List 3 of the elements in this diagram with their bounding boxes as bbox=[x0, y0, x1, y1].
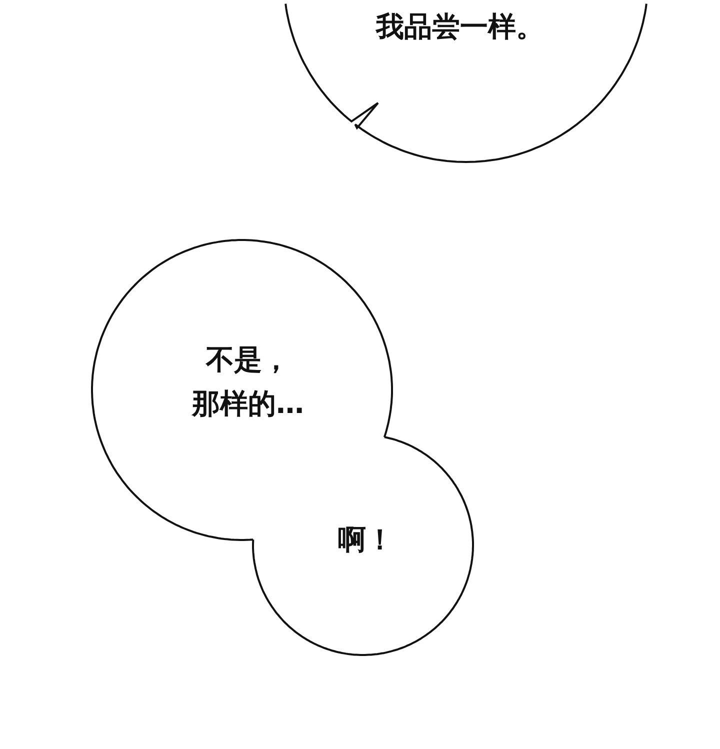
speech-text: 不是，那样的… bbox=[192, 342, 304, 422]
speech-text: 啊！ bbox=[338, 522, 394, 558]
speech-text: 我品尝一样。 bbox=[376, 9, 544, 45]
